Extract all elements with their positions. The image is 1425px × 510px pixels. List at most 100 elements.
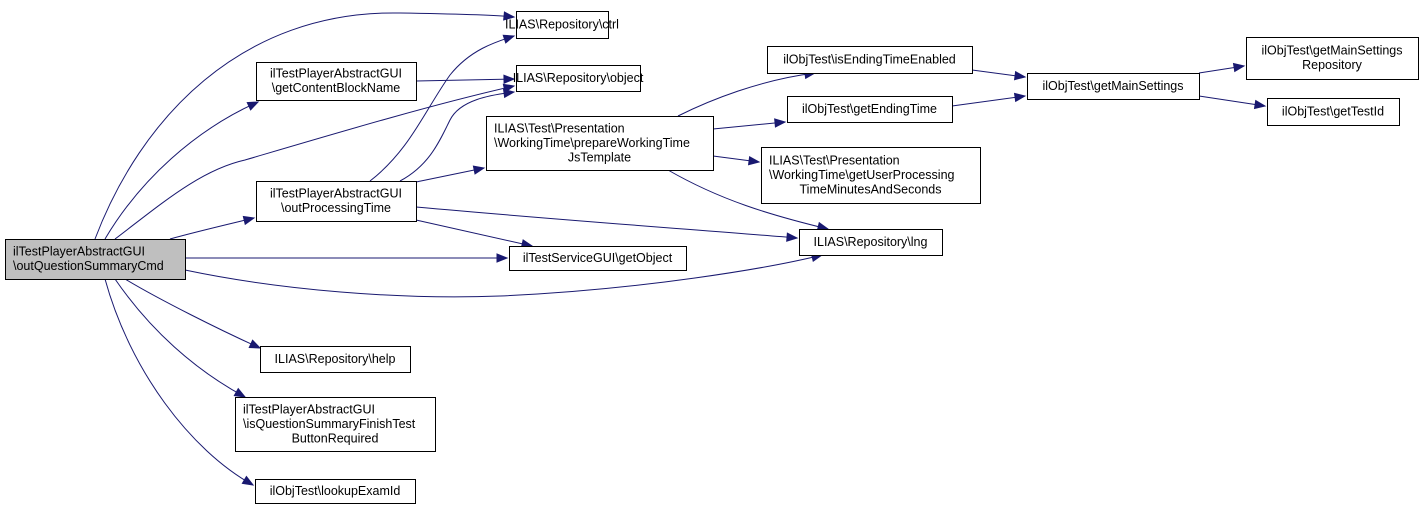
node-label: ilTestServiceGUI\getObject [523,251,673,265]
node-label: \WorkingTime\getUserProcessing [769,168,955,182]
node-label: ButtonRequired [292,431,379,445]
edge-line [677,72,816,117]
edge-root-to-lng [184,252,824,298]
edge-line [712,121,786,130]
edge-root-to-getObject [185,253,509,263]
node-label: ILIAS\Repository\ctrl [505,17,619,31]
edge-outProcessingTime-to-ctrl [369,34,516,182]
arrowhead-icon [1013,92,1027,103]
node-ctrl[interactable]: ILIAS\Repository\ctrl [505,11,619,39]
node-box [516,11,609,39]
node-label: TimeMinutesAndSeconds [800,182,942,196]
arrowhead-icon [502,34,516,44]
arrowhead-icon [1013,70,1027,81]
edge-line [114,85,515,240]
arrowhead-icon [242,215,256,226]
node-label: ILIAS\Repository\object [513,71,644,85]
node-getEndingTime[interactable]: ilObjTest\getEndingTime [787,96,953,123]
node-root[interactable]: ilTestPlayerAbstractGUI\outQuestionSumma… [5,239,186,280]
node-box [5,239,186,280]
node-isEndingTimeEnabled[interactable]: ilObjTest\isEndingTimeEnabled [767,46,973,74]
node-label: ilTestPlayerAbstractGUI [270,67,402,81]
edge-prepareWorkingTime-to-getUserProcessingTime [712,155,761,166]
edge-getEndingTime-to-getMainSettings [951,92,1027,107]
edge-line [94,12,515,240]
node-label: ILIAS\Repository\lng [814,235,928,249]
node-lng[interactable]: ILIAS\Repository\lng [799,229,943,256]
edge-root-to-outProcessingTime [169,215,256,240]
node-getMainSettings[interactable]: ilObjTest\getMainSettings [1027,73,1200,100]
arrowhead-icon [496,253,509,263]
edge-line [104,101,259,240]
node-label: ilObjTest\lookupExamId [270,484,401,498]
arrowhead-icon [1253,99,1267,110]
node-getUserProcessingTime[interactable]: ILIAS\Test\Presentation\WorkingTime\getU… [761,147,981,204]
node-label: \outQuestionSummaryCmd [13,259,164,273]
edge-line [369,35,515,182]
node-label: \getContentBlockName [272,81,401,95]
node-label: ilTestPlayerAbstractGUI [243,402,375,416]
node-label: JsTemplate [568,150,631,164]
node-box [486,116,714,171]
node-box [799,229,943,256]
node-label: ilTestPlayerAbstractGUI [13,245,145,259]
arrowhead-icon [246,101,260,111]
node-object[interactable]: ILIAS\Repository\object [513,65,644,92]
node-label: \WorkingTime\prepareWorkingTime [494,136,690,150]
arrowhead-icon [472,165,486,175]
node-box [516,65,641,92]
node-box [235,397,436,452]
node-help[interactable]: ILIAS\Repository\help [260,346,411,373]
edge-line [415,219,533,247]
arrowhead-icon [241,475,255,486]
node-label: ilObjTest\getEndingTime [802,102,937,116]
node-label: ILIAS\Test\Presentation [494,121,625,135]
edge-line [184,254,823,298]
node-box [260,346,411,373]
node-box [787,96,953,123]
arrowhead-icon [503,74,516,84]
arrowhead-icon [747,155,761,166]
edge-root-to-help [124,278,262,349]
edge-root-to-lookupExamId [104,278,255,486]
node-box [767,46,973,74]
arrowhead-icon [503,11,516,21]
arrowhead-icon [1232,62,1246,73]
edge-root-to-isQuestionSummaryFinishTest [114,278,247,398]
node-box [761,147,981,204]
node-prepareWorkingTime[interactable]: ILIAS\Test\Presentation\WorkingTime\prep… [486,116,714,171]
edge-line [1198,95,1266,107]
edge-root-to-ctrl [94,11,516,240]
arrowhead-icon [233,387,247,398]
edge-outProcessingTime-to-prepareWorkingTime [415,165,486,183]
edge-line [415,167,485,183]
node-box [1246,37,1419,80]
edges-layer [94,11,1267,486]
node-label: \outProcessingTime [281,201,391,215]
edge-line [951,95,1026,107]
node-label: ilObjTest\getMainSettings [1042,79,1183,93]
edge-outProcessingTime-to-object [399,88,516,182]
arrowhead-icon [248,339,262,349]
edge-root-to-getContentBlockName [104,101,260,240]
node-lookupExamId[interactable]: ilObjTest\lookupExamId [255,479,416,504]
node-getContentBlockName[interactable]: ilTestPlayerAbstractGUI\getContentBlockN… [256,62,417,101]
node-isQuestionSummaryFinishTest[interactable]: ilTestPlayerAbstractGUI\isQuestionSummar… [235,397,436,452]
node-box [256,181,417,222]
edge-line [667,169,829,230]
node-label: ILIAS\Repository\help [275,352,396,366]
node-label: ilObjTest\getTestId [1282,104,1384,118]
node-getObject[interactable]: ilTestServiceGUI\getObject [509,246,687,271]
node-box [255,479,416,504]
node-label: \isQuestionSummaryFinishTest [243,417,416,431]
edge-getMainSettings-to-getMainSettingsRepository [1198,62,1246,74]
node-label: ilObjTest\isEndingTimeEnabled [783,52,956,66]
node-getTestId[interactable]: ilObjTest\getTestId [1267,98,1400,126]
nodes-layer: ilTestPlayerAbstractGUI\outQuestionSumma… [5,11,1419,504]
node-label: Repository [1302,58,1362,72]
edge-line [124,278,261,349]
node-outProcessingTime[interactable]: ilTestPlayerAbstractGUI\outProcessingTim… [256,181,417,222]
arrowhead-icon [774,118,787,128]
